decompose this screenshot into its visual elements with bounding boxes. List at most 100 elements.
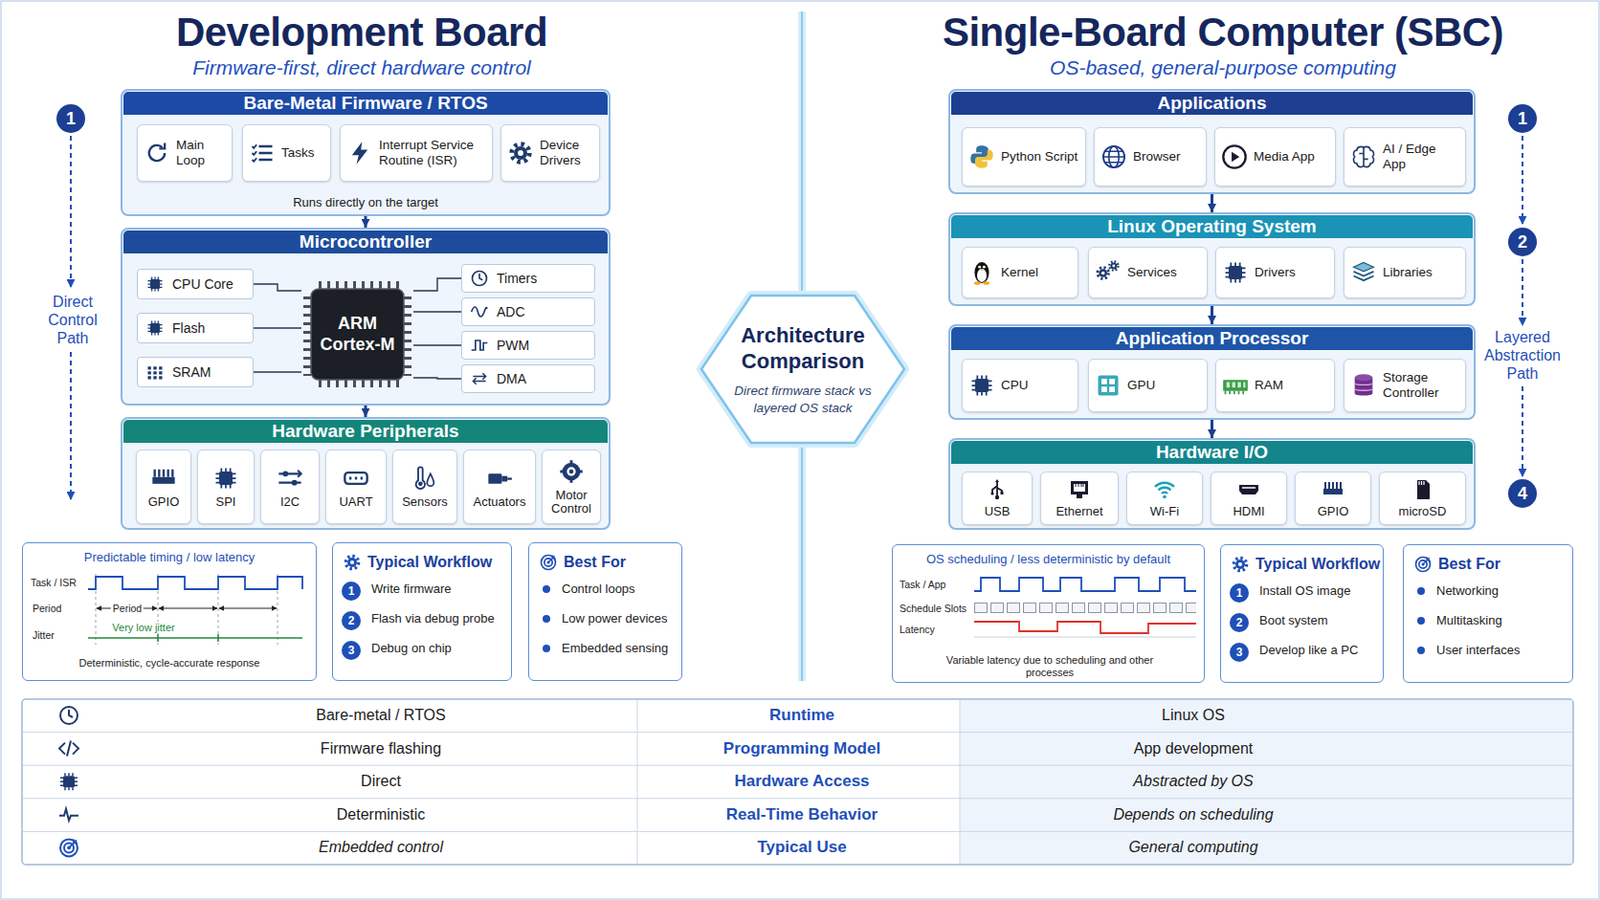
node-text: AI / Edge App xyxy=(1382,141,1460,172)
callout-number: 4 xyxy=(1508,479,1537,509)
table-cell: Hardware Access xyxy=(733,772,869,792)
bus-wire xyxy=(253,371,302,373)
table-cell: Bare-metal / RTOS xyxy=(315,707,445,725)
chip-icon xyxy=(60,773,78,791)
node-text: Flash xyxy=(172,320,205,336)
gpu-icon xyxy=(1094,372,1122,400)
node-text: Python Script xyxy=(1000,149,1080,165)
panel-header: Hardware I/O xyxy=(951,441,1473,465)
table-cell: Runtime xyxy=(769,706,835,726)
globe-icon xyxy=(1100,143,1128,171)
peripheral-card: microSD xyxy=(1378,471,1467,526)
target-icon xyxy=(60,839,78,857)
component-card: Media App xyxy=(1214,127,1336,187)
peripheral-card: GPIO xyxy=(1294,471,1372,526)
node-text: Best For xyxy=(529,551,682,575)
workflow-box: Typical WorkflowWrite firmwareFlash via … xyxy=(332,542,512,682)
peripheral-card: Motor Control xyxy=(541,449,601,525)
timing-note: Variable latency due to scheduling and o… xyxy=(944,654,1156,680)
target-icon xyxy=(1413,555,1433,575)
bestfor-box: Best ForNetworkingMultitaskingUser inter… xyxy=(1402,544,1574,684)
subtitle: Firmware-first, direct hardware control xyxy=(192,56,532,80)
step-number: 3 xyxy=(1229,643,1249,663)
component-card: Drivers xyxy=(1215,246,1335,299)
callout-number: 1 xyxy=(1508,104,1537,134)
jitter-label: Very low jitter xyxy=(110,622,177,634)
pins-icon xyxy=(1321,478,1345,502)
node-text: SRAM xyxy=(172,364,211,380)
mcu-block: DMA xyxy=(461,364,596,394)
wave-icon xyxy=(469,302,489,322)
component-card: CPU xyxy=(961,358,1079,413)
thermo-icon xyxy=(411,465,439,492)
play-icon xyxy=(1221,143,1248,171)
node-text: PWM xyxy=(496,337,530,354)
timing-note: Deterministic, cycle-accurate response xyxy=(79,657,261,670)
mcu-block: SRAM xyxy=(136,356,254,388)
grid-icon xyxy=(145,362,165,382)
heading: Single-Board Computer (SBC) xyxy=(942,9,1504,56)
bgear-icon xyxy=(342,553,362,573)
summary-table xyxy=(22,699,1574,866)
step-number: 1 xyxy=(1229,583,1249,603)
usb-icon xyxy=(985,478,1009,502)
node-detail: Multitasking xyxy=(1403,605,1573,636)
gear-icon xyxy=(507,139,534,167)
comparison-hexagon: Architecture ComparisonDirect firmware s… xyxy=(699,293,907,445)
signal-label: Task / App xyxy=(899,578,946,591)
node-text: Kernel xyxy=(1000,265,1072,281)
node-text: Actuators xyxy=(473,495,527,510)
node-text: I2C xyxy=(280,495,300,510)
component-card: Interrupt Service Routine (ISR) xyxy=(339,124,493,182)
table-cell: Firmware flashing xyxy=(320,740,442,758)
table-cell: Direct xyxy=(360,773,401,791)
mcu-block: Flash xyxy=(136,312,254,344)
node-text: ARM Cortex-M xyxy=(317,313,399,356)
node-text: Media App xyxy=(1253,149,1330,165)
node-text: Browser xyxy=(1133,149,1200,165)
step-number: 2 xyxy=(341,611,361,631)
table-cell: Depends on scheduling xyxy=(1112,806,1273,824)
node-text: Main Loop xyxy=(176,137,226,168)
component-card: Storage Controller xyxy=(1343,358,1467,413)
bgear-icon xyxy=(1230,555,1250,575)
node-text: Services xyxy=(1127,265,1201,281)
component-card: AI / Edge App xyxy=(1343,127,1467,187)
node-text: Tasks xyxy=(281,145,325,161)
component-card: Services xyxy=(1088,246,1208,299)
node-text: Ethernet xyxy=(1055,505,1103,519)
component-card: Libraries xyxy=(1343,246,1467,299)
chip-icon xyxy=(212,465,240,492)
table-cell: App development xyxy=(1133,740,1254,758)
node-detail: Runs directly on the target xyxy=(122,194,609,212)
flow-arrow xyxy=(364,216,368,228)
path-guides xyxy=(70,135,1523,500)
ram-icon xyxy=(1222,372,1249,400)
gears-icon xyxy=(1094,259,1122,287)
timing-left xyxy=(88,574,303,645)
table-cell: Abstracted by OS xyxy=(1133,773,1253,791)
step-number: 3 xyxy=(341,641,361,661)
panel-header: Microcontroller xyxy=(123,230,608,254)
node-text: Libraries xyxy=(1382,265,1460,281)
subtitle: OS-based, general-purpose computing xyxy=(1049,56,1397,80)
peripheral-card: I2C xyxy=(260,449,320,525)
node-detail: Low power devices xyxy=(529,603,682,634)
chip-icon xyxy=(1222,259,1249,287)
bus-wire xyxy=(413,311,462,312)
flow-arrow xyxy=(1210,194,1214,213)
wifi-icon xyxy=(1153,478,1177,502)
component-card: Python Script xyxy=(961,127,1087,187)
layer-panel: Hardware PeripheralsGPIOSPII2CUARTSensor… xyxy=(120,417,611,531)
bolt-icon xyxy=(346,139,374,167)
table-cell: General computing xyxy=(1128,839,1258,857)
table-cell: Linux OS xyxy=(1161,707,1225,725)
bus-wire xyxy=(253,284,302,291)
signal-label: Schedule Slots xyxy=(899,602,967,615)
act-icon xyxy=(486,465,513,492)
db-icon xyxy=(1350,372,1378,400)
node-text: Typical Workflow xyxy=(1221,553,1383,577)
callout-number: 1 xyxy=(56,104,86,134)
node-text: Best For xyxy=(1403,553,1573,577)
